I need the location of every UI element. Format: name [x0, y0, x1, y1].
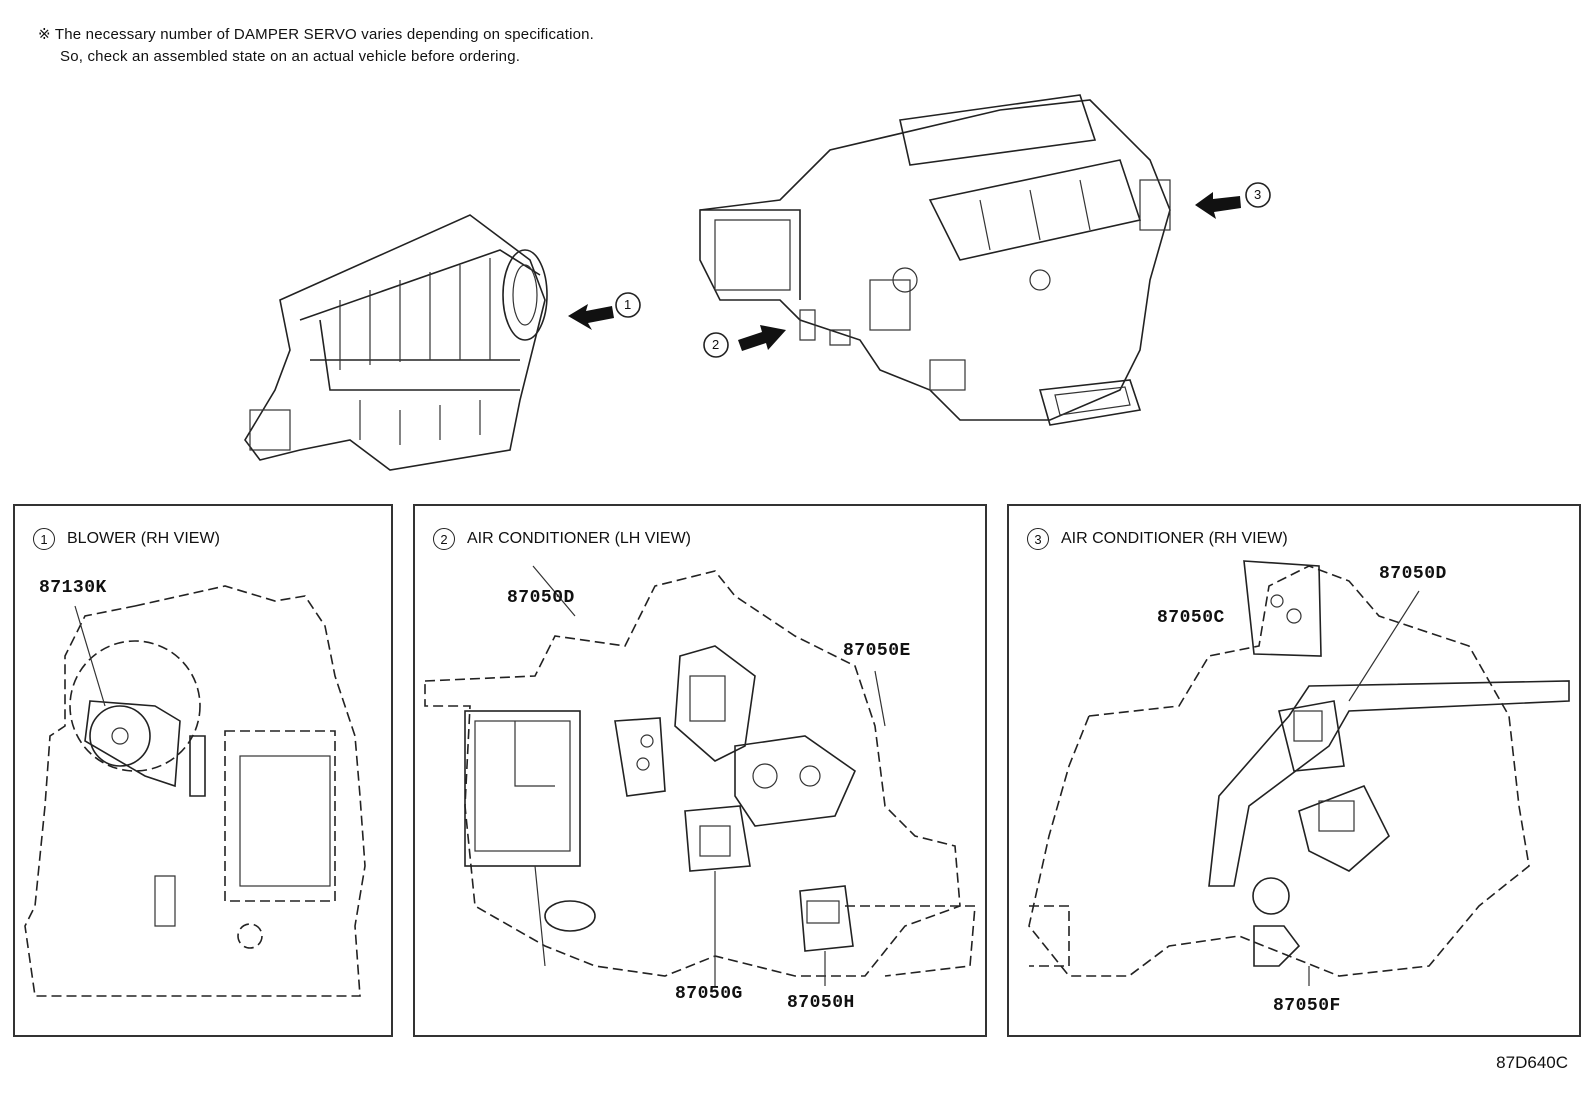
panel-2-title-text: AIR CONDITIONER (LH VIEW)	[467, 530, 692, 547]
callout-arrow-1	[568, 292, 641, 330]
panel-3-number: 3	[1027, 528, 1049, 550]
part-number-87050C[interactable]: 87050C	[1157, 608, 1225, 628]
note-line-1: ※ The necessary number of DAMPER SERVO v…	[38, 26, 595, 43]
part-number-87050D[interactable]: 87050D	[507, 588, 575, 608]
panel-1-number: 1	[33, 528, 55, 550]
panel-2-number: 2	[433, 528, 455, 550]
blower-rh-view-drawing	[24, 585, 366, 997]
assembly-overview-illustration	[244, 94, 1271, 471]
air-conditioner-lh-view-drawing	[424, 565, 976, 986]
part-number-87050E[interactable]: 87050E	[843, 641, 911, 661]
callout-number-2: 2	[712, 337, 720, 352]
part-number-87130K[interactable]: 87130K	[39, 578, 107, 598]
panel-air-conditioner-rh-view: 3 AIR CONDITIONER (RH VIEW) 87050D 87050…	[1007, 504, 1581, 1037]
callout-arrow-2	[703, 325, 786, 358]
panel-3-title: 3 AIR CONDITIONER (RH VIEW)	[1027, 528, 1288, 550]
panel-blower-rh-view: 1 BLOWER (RH VIEW) 87130K	[13, 504, 393, 1037]
blower-unit-drawing	[244, 214, 548, 471]
air-conditioner-rh-view-drawing	[1028, 560, 1570, 986]
air-conditioner-unit-drawing	[699, 94, 1171, 426]
part-number-87050H[interactable]: 87050H	[787, 993, 855, 1013]
callout-arrow-3	[1195, 182, 1271, 219]
note-line-2: So, check an assembled state on an actua…	[60, 48, 521, 65]
panel-1-title: 1 BLOWER (RH VIEW)	[33, 528, 220, 550]
part-number-87050F[interactable]: 87050F	[1273, 996, 1341, 1016]
panel-3-title-text: AIR CONDITIONER (RH VIEW)	[1061, 530, 1288, 547]
panel-2-title: 2 AIR CONDITIONER (LH VIEW)	[433, 528, 691, 550]
part-number-87050D-rh[interactable]: 87050D	[1379, 564, 1447, 584]
callout-number-3: 3	[1254, 187, 1262, 202]
panel-1-title-text: BLOWER (RH VIEW)	[67, 530, 220, 547]
drawing-code: 87D640C	[1496, 1053, 1568, 1072]
callout-number-1: 1	[624, 297, 632, 312]
part-number-87050G[interactable]: 87050G	[675, 984, 743, 1004]
panel-air-conditioner-lh-view: 2 AIR CONDITIONER (LH VIEW) 87050D 87050…	[413, 504, 987, 1037]
specification-note: ※ The necessary number of DAMPER SERVO v…	[38, 24, 594, 68]
